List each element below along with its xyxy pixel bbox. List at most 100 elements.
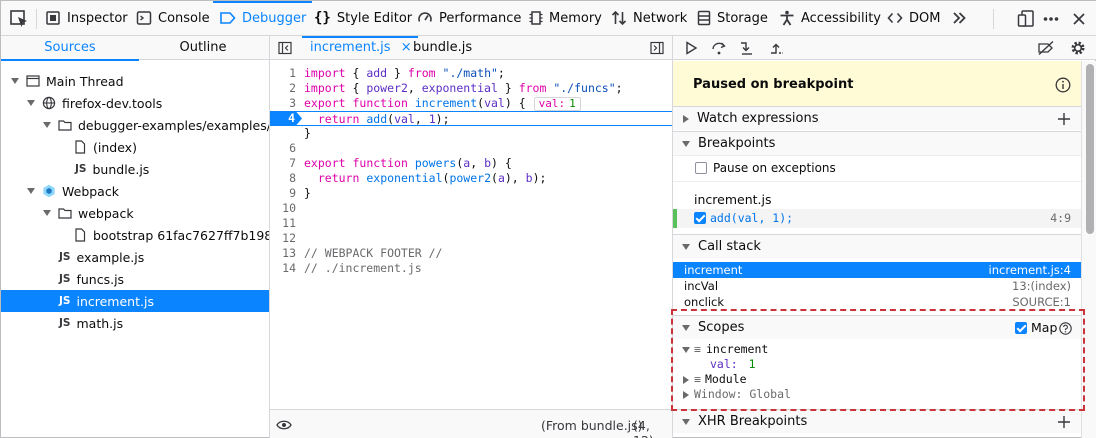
call-stack-frame[interactable]: incVal 13:(index) — [673, 278, 1081, 294]
code-text: } — [304, 186, 311, 201]
tree-item-webpack[interactable]: Webpack — [1, 180, 269, 202]
call-stack-frame[interactable]: onclick SOURCE:1 — [673, 294, 1081, 310]
tab-dom[interactable]: DOM — [887, 1, 940, 35]
close-icon[interactable] — [1071, 9, 1087, 29]
step-over-icon[interactable] — [711, 40, 727, 56]
tree-item-file-selected[interactable]: JS increment.js — [1, 290, 269, 312]
map-scopes-checkbox[interactable] — [1015, 322, 1027, 334]
close-tab-icon[interactable]: × — [400, 40, 412, 55]
line-number[interactable]: 13 — [282, 246, 296, 260]
more-tools-button[interactable] — [951, 1, 967, 35]
add-xhr-breakpoint-icon[interactable] — [1057, 415, 1071, 429]
tree-item-main-thread[interactable]: Main Thread — [1, 70, 269, 92]
code-line-breakpoint[interactable]: 4 return add(val, 1); — [270, 111, 672, 126]
toggle-sources-pane-icon[interactable] — [278, 41, 292, 55]
breakpoint-group: increment.js add(val, 1); 4:9 — [673, 181, 1081, 233]
line-number[interactable]: 8 — [289, 171, 296, 185]
resume-icon[interactable] — [683, 40, 699, 56]
tab-network[interactable]: Network — [611, 1, 687, 35]
line-number[interactable]: 7 — [289, 156, 296, 170]
code-line[interactable]: 14// ./increment.js — [270, 261, 672, 276]
breakpoint-checkbox[interactable] — [694, 212, 706, 224]
editor-tab-bundle[interactable]: bundle.js — [413, 40, 473, 55]
scopes-header[interactable]: Scopes Map — [673, 315, 1081, 339]
tab-debugger[interactable]: Debugger — [212, 1, 313, 35]
tree-item-domain[interactable]: firefox-dev.tools — [1, 92, 269, 114]
scrollbar-thumb[interactable] — [1086, 64, 1094, 234]
breakpoint-item[interactable]: add(val, 1); 4:9 — [673, 209, 1081, 228]
line-number[interactable]: 9 — [289, 186, 296, 200]
gear-icon[interactable] — [1069, 39, 1087, 57]
tab-performance[interactable]: Performance — [417, 1, 521, 35]
add-watch-icon[interactable] — [1057, 112, 1071, 126]
tab-outline[interactable]: Outline — [179, 40, 227, 55]
pause-on-exceptions-checkbox[interactable] — [695, 161, 707, 174]
code-token: { — [345, 81, 367, 95]
editor-tab-increment[interactable]: increment.js × — [302, 36, 418, 60]
line-number[interactable]: 14 — [282, 261, 296, 275]
tab-inspector[interactable]: Inspector — [45, 1, 128, 35]
line-number[interactable]: 2 — [289, 81, 296, 95]
code-token: ; — [497, 66, 505, 80]
pretty-print-eye-icon[interactable] — [276, 419, 292, 431]
tab-label: Debugger — [242, 10, 307, 26]
tree-item-label: math.js — [76, 315, 124, 331]
breakpoint-marker[interactable]: 4 — [270, 111, 302, 126]
code-line[interactable]: } — [270, 126, 672, 141]
call-stack-header[interactable]: Call stack — [673, 234, 1081, 258]
line-number[interactable]: 10 — [282, 201, 296, 215]
step-in-icon[interactable] — [739, 40, 755, 56]
deactivate-breakpoints-icon[interactable] — [1037, 40, 1055, 56]
watch-expressions-header[interactable]: Watch expressions — [673, 106, 1081, 130]
tree-item-file[interactable]: JS math.js — [1, 312, 269, 334]
tab-memory[interactable]: Memory — [529, 1, 602, 35]
inline-preview[interactable]: val:1 — [533, 97, 581, 111]
call-stack-frame-selected[interactable]: increment increment.js:4 — [673, 262, 1081, 278]
storage-icon — [697, 10, 711, 26]
source-map-origin[interactable]: (From bundle.js) — [541, 418, 643, 433]
tab-accessibility[interactable]: Accessibility — [779, 1, 881, 35]
tree-item-file[interactable]: bootstrap 61fac7627ff7b1983757 — [1, 224, 269, 246]
tree-item-file[interactable]: JS bundle.js — [1, 158, 269, 180]
code-token: } — [304, 126, 311, 140]
dock-side-icon[interactable] — [1017, 9, 1035, 29]
tab-style-editor[interactable]: {} Style Editor — [314, 1, 412, 35]
breakpoints-header[interactable]: Breakpoints — [673, 131, 1081, 155]
line-number[interactable]: 11 — [282, 216, 296, 230]
line-number[interactable]: 3 — [289, 96, 296, 110]
tab-console[interactable]: Console — [136, 1, 210, 35]
line-number[interactable]: 12 — [282, 231, 296, 245]
info-icon[interactable] — [1055, 77, 1071, 93]
code-line[interactable]: 12 — [270, 231, 672, 246]
tab-label: Storage — [717, 10, 768, 26]
code-line[interactable]: 10 — [270, 201, 672, 216]
tree-item-file[interactable]: (index) — [1, 136, 269, 158]
tree-item-folder[interactable]: debugger-examples/examples/increm — [1, 114, 269, 136]
element-picker-icon[interactable] — [9, 9, 29, 29]
map-scopes-label: Map — [1031, 320, 1058, 335]
code-line[interactable]: 13// WEBPACK FOOTER // — [270, 246, 672, 261]
help-icon[interactable] — [1059, 322, 1072, 335]
line-number[interactable]: 6 — [289, 141, 296, 155]
tab-sources[interactable]: Sources — [1, 36, 139, 61]
code-token: from — [518, 81, 547, 95]
code-line[interactable]: 11 — [270, 216, 672, 231]
code-line[interactable]: 9} — [270, 186, 672, 201]
code-line[interactable]: 8 return exponential(power2(a), b); — [270, 171, 672, 186]
code-line[interactable]: 6 — [270, 141, 672, 156]
line-number[interactable]: 1 — [289, 66, 296, 80]
code-token: return — [317, 171, 360, 185]
tab-storage[interactable]: Storage — [697, 1, 768, 35]
tree-item-folder[interactable]: webpack — [1, 202, 269, 224]
tree-item-file[interactable]: JS funcs.js — [1, 268, 269, 290]
more-options-icon[interactable] — [1043, 9, 1059, 29]
toggle-secondary-pane-icon[interactable] — [650, 41, 664, 55]
xhr-breakpoints-header[interactable]: XHR Breakpoints — [673, 409, 1081, 433]
step-out-icon[interactable] — [769, 40, 785, 56]
tree-item-file[interactable]: JS example.js — [1, 246, 269, 268]
